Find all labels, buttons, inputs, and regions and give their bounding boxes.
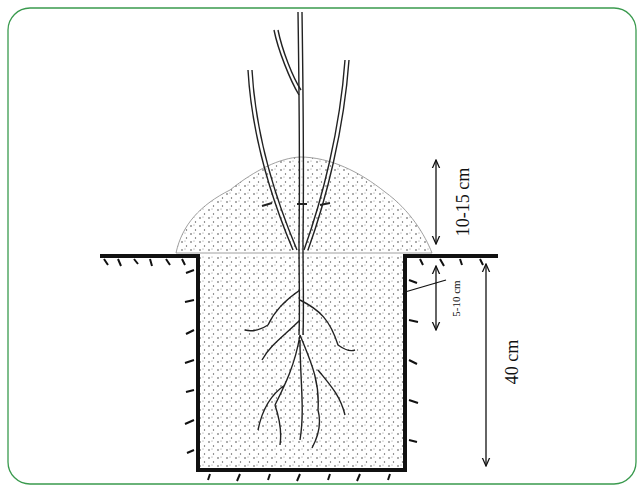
frame (8, 8, 636, 484)
dimension-arrows (405, 160, 486, 466)
dimension-label: 5-10 cm (451, 280, 462, 316)
ground-hatching (104, 259, 483, 481)
pit-soil (198, 256, 404, 468)
dimension-label: 40 cm (503, 340, 521, 385)
dimension-label: 10-15 cm (454, 168, 472, 236)
plant (245, 12, 355, 448)
